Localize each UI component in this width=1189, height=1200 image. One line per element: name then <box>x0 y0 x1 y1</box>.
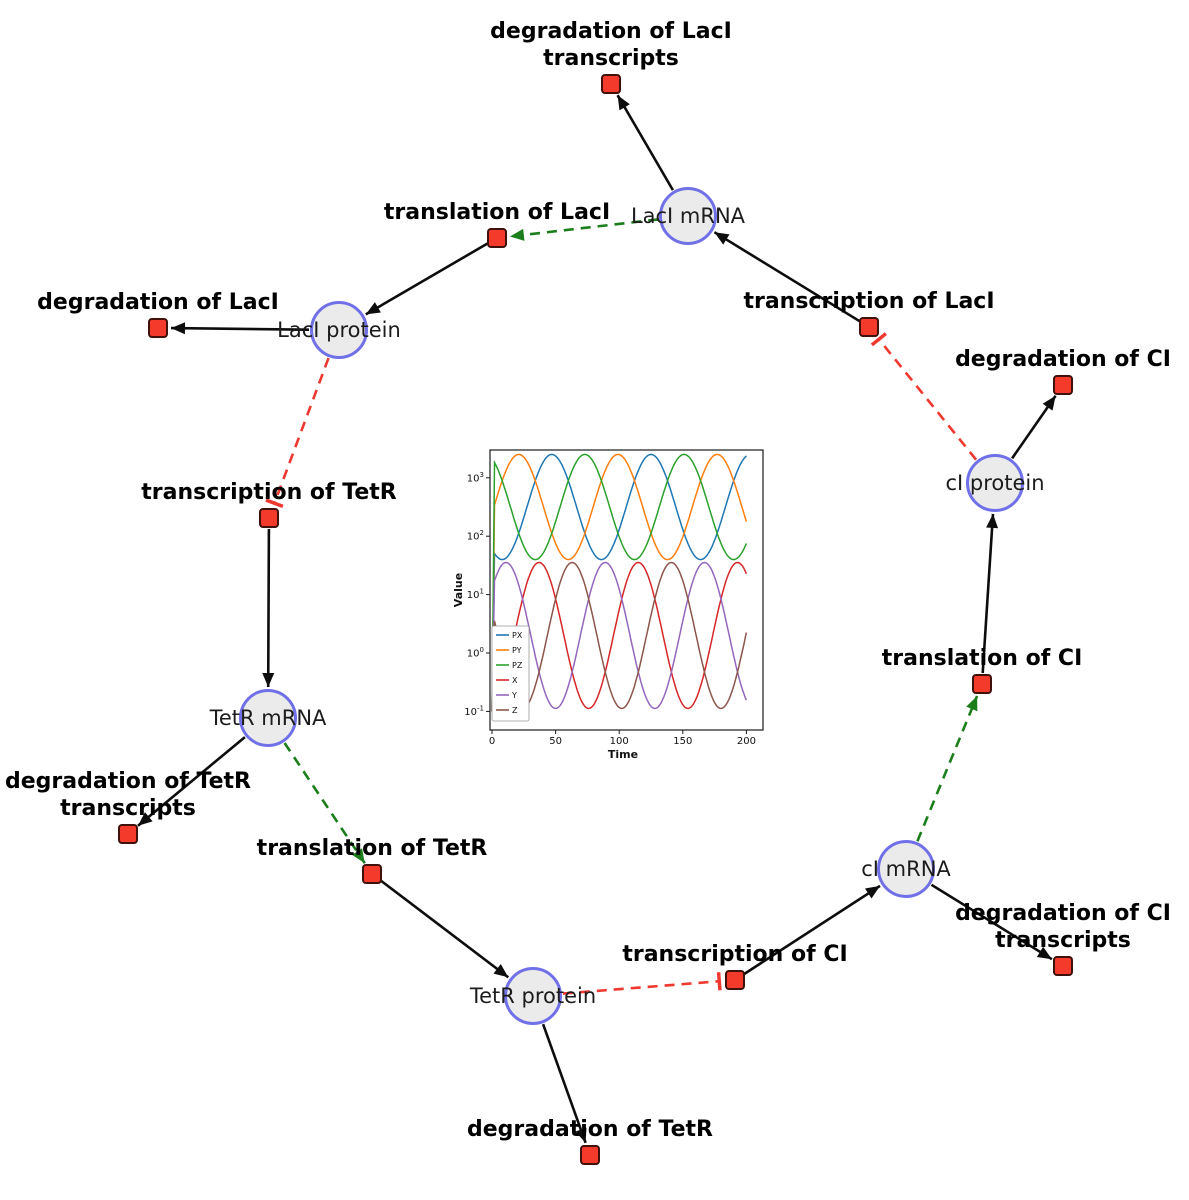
reaction-node-deg_tetr[interactable] <box>580 1145 600 1165</box>
y-axis-label: Value <box>452 573 465 607</box>
x-tick-label: 150 <box>673 736 692 747</box>
species-label-tetr_protein: TetR protein <box>469 984 597 1008</box>
y-tick-label: 103 <box>467 471 484 485</box>
reaction-node-tx_laci[interactable] <box>859 317 879 337</box>
y-tick-label: 100 <box>467 646 484 660</box>
species-node-tetr_mrna[interactable] <box>239 689 297 747</box>
y-tick-label: 10-1 <box>464 704 484 718</box>
edge-tx_laci-laci_mrna <box>713 231 861 323</box>
x-tick-label: 50 <box>549 736 562 747</box>
edge-transl_tetr-tetr_protein <box>380 879 510 979</box>
reaction-label-deg_laci: degradation of LacI <box>37 290 279 315</box>
reaction-node-tx_tetr[interactable] <box>259 508 279 528</box>
reaction-label-transl_laci: translation of LacI <box>383 200 611 225</box>
chart-frame <box>489 449 764 731</box>
edge-laci_mrna-transl_laci <box>509 218 659 241</box>
edge-laci_mrna-deg_laci_tx <box>616 94 675 191</box>
reaction-label-deg_ci: degradation of CI <box>955 347 1171 372</box>
edge-ci_protein-tx_laci <box>870 332 978 461</box>
legend-label-PZ: PZ <box>512 661 523 670</box>
legend-label-Z: Z <box>512 706 518 715</box>
reaction-label-deg_tetr: degradation of TetR <box>466 1117 714 1142</box>
edge-ci_protein-deg_ci <box>1011 394 1057 460</box>
reaction-node-deg_laci_tx[interactable] <box>601 74 621 94</box>
x-tick-label: 0 <box>489 736 495 747</box>
reaction-node-transl_laci[interactable] <box>487 228 507 248</box>
reaction-label-transl_tetr: translation of TetR <box>256 836 488 861</box>
reaction-node-deg_ci_tx[interactable] <box>1053 956 1073 976</box>
edge-tetr_protein-deg_tetr <box>541 1023 587 1144</box>
species-label-tetr_mrna: TetR mRNA <box>209 706 327 730</box>
legend-label-Y: Y <box>511 691 517 700</box>
species-node-ci_protein[interactable] <box>966 454 1024 512</box>
series-Z <box>491 561 748 712</box>
reaction-node-deg_laci[interactable] <box>148 318 168 338</box>
reaction-node-deg_tetr_tx[interactable] <box>118 824 138 844</box>
y-tick-label: 102 <box>467 529 484 543</box>
species-label-ci_protein: cI protein <box>945 471 1045 495</box>
x-axis-label: Time <box>608 748 638 761</box>
edge-transl_laci-laci_protein <box>365 242 489 316</box>
x-tick-label: 200 <box>737 736 756 747</box>
edge-tx_tetr-tetr_mrna <box>262 528 275 688</box>
legend-label-X: X <box>512 676 518 685</box>
species-node-tetr_protein[interactable] <box>504 967 562 1025</box>
species-label-laci_mrna: LacI mRNA <box>630 204 746 228</box>
series-Y <box>491 561 748 712</box>
legend-label-PY: PY <box>512 646 522 655</box>
legend-label-PX: PX <box>512 631 523 640</box>
edge-tx_ci-ci_mrna <box>743 884 881 976</box>
species-node-ci_mrna[interactable] <box>877 840 935 898</box>
species-label-laci_protein: LacI protein <box>277 318 401 342</box>
reaction-node-transl_ci[interactable] <box>972 674 992 694</box>
species-label-ci_mrna: cI mRNA <box>861 857 951 881</box>
y-tick-label: 101 <box>467 588 484 602</box>
reaction-node-tx_ci[interactable] <box>725 970 745 990</box>
edge-laci_protein-deg_laci <box>170 322 310 335</box>
species-node-laci_protein[interactable] <box>310 301 368 359</box>
series-PY <box>491 453 748 712</box>
species-node-laci_mrna[interactable] <box>659 187 717 245</box>
reaction-label-transl_ci: translation of CI <box>881 646 1083 671</box>
edge-laci_protein-tx_tetr <box>265 357 330 508</box>
series-X <box>491 561 748 712</box>
edge-ci_mrna-deg_ci_tx <box>930 883 1053 961</box>
series-PZ <box>491 453 748 712</box>
chart-legend <box>491 625 530 722</box>
edge-ci_mrna-transl_ci <box>916 695 979 842</box>
inset-chart: Time Value 0 50 100 150 200 10-1 100 101 102 103P… <box>452 449 764 761</box>
edge-tetr_protein-tx_ci <box>562 972 722 995</box>
reaction-label-tx_laci: transcription of LacI <box>743 289 995 314</box>
edge-tetr_mrna-deg_tetr_tx <box>137 736 246 827</box>
series-PX <box>491 453 747 712</box>
x-tick-label: 100 <box>610 736 629 747</box>
edge-tetr_mrna-transl_tetr <box>283 742 366 864</box>
edge-transl_ci-ci_protein <box>981 513 999 674</box>
reaction-label-tx_ci: transcription of CI <box>622 942 848 967</box>
reaction-node-transl_tetr[interactable] <box>362 864 382 884</box>
reaction-node-deg_ci[interactable] <box>1053 375 1073 395</box>
reaction-label-tx_tetr: transcription of TetR <box>141 480 397 505</box>
